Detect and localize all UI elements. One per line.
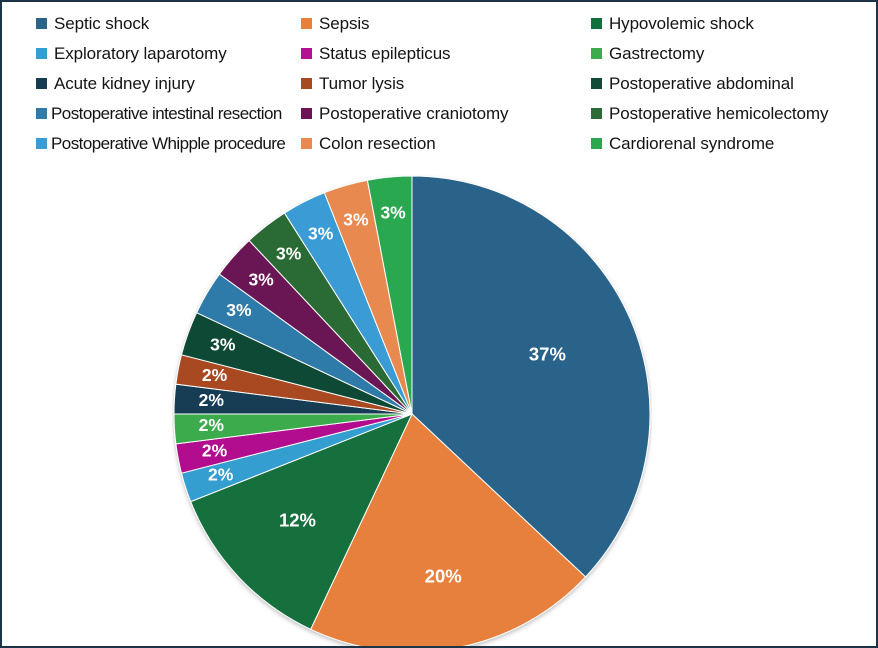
legend-item-postoperative-hemicolectomy[interactable]: Postoperative hemicolectomy [591, 98, 848, 128]
pie-slice[interactable] [366, 175, 413, 415]
legend-swatch [301, 107, 312, 119]
legend-item-gastrectomy[interactable]: Gastrectomy [591, 38, 848, 68]
legend-swatch [591, 107, 602, 119]
legend-label: Gastrectomy [609, 43, 705, 63]
legend-label: Postoperative abdominal [609, 73, 794, 93]
legend-label: Tumor lysis [319, 73, 405, 93]
legend-swatch [36, 17, 47, 29]
pie-slice-data-label: 2% [202, 365, 228, 385]
legend-item-septic-shock[interactable]: Septic shock [36, 8, 301, 38]
pie-slice[interactable] [190, 413, 413, 631]
legend-label: Colon resection [319, 133, 436, 153]
legend-item-exploratory-laparotomy[interactable]: Exploratory laparotomy [36, 38, 301, 68]
legend-swatch [36, 47, 47, 59]
pie-chart: 37%20%12%2%2%2%2%2%3%3%3%3%3%3%3% [172, 174, 652, 648]
pie-slices-group [173, 175, 651, 648]
legend-swatch [591, 77, 602, 89]
legend-item-hypovolemic-shock[interactable]: Hypovolemic shock [591, 8, 848, 38]
legend-swatch [591, 47, 602, 59]
legend-label: Postoperative hemicolectomy [609, 103, 829, 123]
pie-slice-data-label: 2% [202, 440, 228, 460]
pie-slice-data-label: 3% [210, 335, 236, 355]
legend-label: Sepsis [319, 13, 370, 33]
pie-slice-data-label: 3% [343, 210, 369, 230]
legend-item-postoperative-intestinal-resection[interactable]: Postoperative intestinal resection [36, 98, 301, 128]
pie-slice-data-label: 2% [199, 415, 225, 435]
legend-item-postoperative-whipple-procedure[interactable]: Postoperative Whipple procedure [36, 128, 301, 158]
legend-item-postoperative-abdominal[interactable]: Postoperative abdominal [591, 68, 848, 98]
pie-data-labels-group: 37%20%12%2%2%2%2%2%3%3%3%3%3%3%3% [199, 202, 566, 586]
legend-item-acute-kidney-injury[interactable]: Acute kidney injury [36, 68, 301, 98]
legend-swatch [301, 17, 312, 29]
legend-swatch [301, 77, 312, 89]
pie-chart-svg: 37%20%12%2%2%2%2%2%3%3%3%3%3%3%3% [173, 175, 651, 648]
legend-label: Hypovolemic shock [609, 13, 754, 33]
pie-slice-data-label: 3% [226, 300, 252, 320]
legend-item-cardiorenal-syndrome[interactable]: Cardiorenal syndrome [591, 128, 848, 158]
legend-label: Postoperative intestinal resection [51, 103, 282, 123]
legend-label: Acute kidney injury [54, 73, 195, 93]
legend-swatch [301, 47, 312, 59]
legend-swatch [36, 107, 47, 119]
pie-slice-data-label: 3% [380, 202, 406, 222]
legend-swatch [301, 137, 312, 149]
legend-item-colon-resection[interactable]: Colon resection [301, 128, 591, 158]
legend-label: Status epilepticus [319, 43, 451, 63]
pie-slice[interactable] [309, 413, 587, 648]
legend-label: Cardiorenal syndrome [609, 133, 775, 153]
legend-label: Postoperative craniotomy [319, 103, 509, 123]
pie-slice-data-label: 3% [308, 223, 334, 243]
legend-swatch [36, 137, 47, 149]
legend-swatch [591, 137, 602, 149]
pie-slice-data-label: 37% [529, 343, 566, 364]
legend-item-postoperative-craniotomy[interactable]: Postoperative craniotomy [301, 98, 591, 128]
legend-label: Exploratory laparotomy [54, 43, 227, 63]
pie-slice-data-label: 3% [276, 244, 302, 264]
legend-label: Septic shock [54, 13, 150, 33]
legend-label: Postoperative Whipple procedure [51, 133, 286, 153]
pie-slice-data-label: 2% [199, 390, 225, 410]
legend-item-tumor-lysis[interactable]: Tumor lysis [301, 68, 591, 98]
pie-slice[interactable] [411, 175, 651, 578]
legend-item-status-epilepticus[interactable]: Status epilepticus [301, 38, 591, 68]
pie-slice-data-label: 20% [425, 565, 462, 586]
pie-slice-data-label: 3% [248, 270, 274, 290]
chart-legend: Septic shock Sepsis Hypovolemic shock Ex… [36, 8, 848, 158]
pie-slice-data-label: 2% [208, 465, 234, 485]
legend-swatch [591, 17, 602, 29]
pie-slice-data-label: 12% [279, 509, 316, 530]
legend-item-sepsis[interactable]: Sepsis [301, 8, 591, 38]
legend-swatch [36, 77, 47, 89]
